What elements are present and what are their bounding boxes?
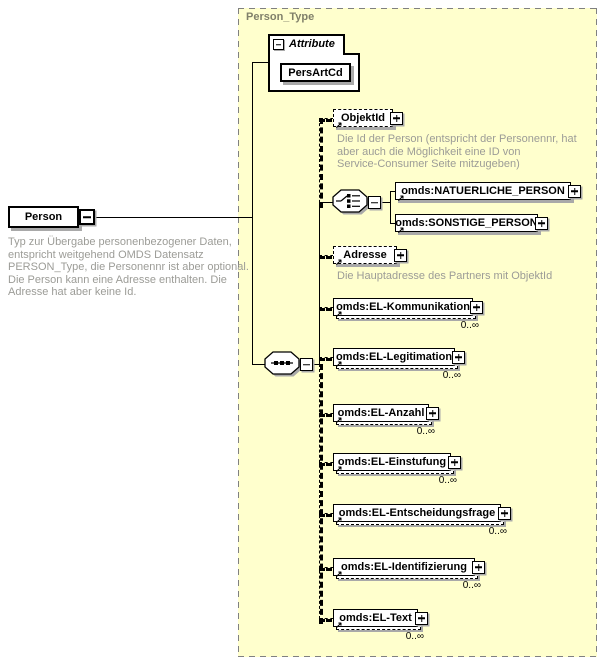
attribute-persartcd[interactable]: PersArtCd — [280, 63, 351, 82]
element-sonstige-person-label: omds:SONSTIGE_PERSON — [395, 217, 538, 229]
el-kommunikation-expand-button[interactable] — [470, 300, 483, 314]
adresse-annotation: Die Hauptadresse des Partners mit Objekt… — [337, 270, 553, 282]
connector-choice-out — [381, 202, 390, 203]
connector-trunk-2-lower — [319, 364, 323, 624]
element-el-identifizierung-label: omds:EL-Identifizierung — [341, 561, 467, 573]
element-adresse-label: Adresse — [343, 249, 387, 261]
attribute-collapse-button[interactable] — [273, 39, 284, 50]
element-ref-icon: ↗ — [335, 257, 343, 267]
el-legitimation-expand-button[interactable] — [452, 350, 465, 364]
global-element-person-label: Person — [24, 211, 63, 223]
el-einstufung-expand-button[interactable] — [448, 455, 461, 469]
element-adresse[interactable]: ↗ Adresse — [333, 246, 407, 267]
connector-to-attributes — [252, 62, 268, 63]
objektid-expand-button[interactable] — [390, 111, 403, 125]
connector-sonstige-person — [390, 223, 395, 224]
el-text-expand-button[interactable] — [415, 611, 428, 625]
cardinality-label: 0..∞ — [442, 370, 461, 381]
element-ref-icon: ↗ — [335, 620, 343, 630]
element-el-entscheidungsfrage-label: omds:EL-Entscheidungsfrage — [338, 507, 496, 519]
cardinality-label: 0..∞ — [488, 526, 507, 537]
connector-trunk-1 — [252, 62, 253, 364]
element-ref-icon: ↗ — [335, 415, 343, 425]
sequence-collapse-button[interactable] — [300, 358, 313, 371]
cardinality-label: 0..∞ — [460, 320, 479, 331]
element-el-text[interactable]: ↗ omds:EL-Text — [333, 609, 428, 630]
element-ref-icon: ↗ — [335, 120, 343, 130]
el-entscheidungsfrage-expand-button[interactable] — [498, 506, 511, 520]
element-el-legitimation[interactable]: ↗ omds:EL-Legitimation — [333, 348, 465, 369]
element-el-legitimation-label: omds:EL-Legitimation — [335, 351, 453, 363]
adresse-expand-button[interactable] — [394, 248, 407, 262]
person-annotation: Typ zur Übergabe personenbezogener Daten… — [8, 236, 249, 298]
cardinality-label: 0..∞ — [405, 631, 424, 642]
choice-collapse-button[interactable] — [368, 196, 381, 209]
connector-sequence-out — [313, 364, 319, 365]
choice-compositor[interactable] — [332, 189, 372, 217]
element-el-text-label: omds:EL-Text — [339, 612, 412, 624]
type-container — [238, 8, 597, 657]
element-natuerliche-person[interactable]: ↗ omds:NATUERLICHE_PERSON — [395, 182, 581, 203]
element-el-kommunikation-label: omds:EL-Kommunikation — [336, 301, 470, 313]
connector-choice — [319, 202, 333, 203]
attribute-group-label: Attribute — [289, 38, 335, 50]
element-el-einstufung[interactable]: ↗ omds:EL-Einstufung — [333, 453, 461, 474]
attribute-group-tab[interactable] — [268, 34, 345, 55]
element-el-identifizierung[interactable]: ↗ omds:EL-Identifizierung — [333, 558, 485, 579]
connector-choice-branch — [390, 191, 391, 223]
type-container-border-top — [238, 8, 597, 9]
element-ref-icon: ↗ — [335, 464, 343, 474]
element-sonstige-person[interactable]: ↗ omds:SONSTIGE_PERSON — [395, 214, 548, 235]
element-el-einstufung-label: omds:EL-Einstufung — [337, 456, 447, 468]
type-container-border-right — [596, 8, 597, 657]
connector-trunk-2-upper — [319, 118, 323, 208]
cardinality-label: 0..∞ — [438, 475, 457, 486]
element-el-kommunikation[interactable]: ↗ omds:EL-Kommunikation — [333, 298, 483, 319]
global-element-person[interactable]: Person — [8, 206, 79, 228]
connector-to-sequence — [252, 364, 265, 365]
natuerliche-person-expand-button[interactable] — [568, 184, 581, 198]
sequence-icon — [271, 361, 293, 365]
cardinality-label: 0..∞ — [462, 580, 481, 591]
cardinality-label: 0..∞ — [416, 426, 435, 437]
connector-natuerliche-person — [390, 191, 395, 192]
element-ref-icon: ↗ — [335, 359, 343, 369]
element-ref-icon: ↗ — [335, 515, 343, 525]
element-el-entscheidungsfrage[interactable]: ↗ omds:EL-Entscheidungsfrage — [333, 504, 511, 525]
element-objektid[interactable]: ↗ ObjektId — [333, 109, 403, 130]
type-container-border-left — [238, 8, 239, 657]
element-ref-icon: ↗ — [397, 193, 405, 203]
connector-person-trunk — [95, 217, 252, 218]
element-objektid-label: ObjektId — [340, 112, 385, 124]
element-el-anzahl[interactable]: ↗ omds:EL-Anzahl — [333, 404, 439, 425]
element-ref-icon: ↗ — [335, 569, 343, 579]
attribute-persartcd-label: PersArtCd — [288, 66, 343, 79]
connector-trunk-2-middle — [319, 202, 320, 364]
type-container-border-bottom — [238, 656, 597, 657]
sequence-compositor[interactable] — [264, 351, 304, 379]
element-natuerliche-person-label: omds:NATUERLICHE_PERSON — [401, 185, 565, 197]
element-ref-icon: ↗ — [335, 309, 343, 319]
person-collapse-button[interactable] — [79, 209, 95, 225]
element-el-anzahl-label: omds:EL-Anzahl — [337, 407, 425, 419]
el-identifizierung-expand-button[interactable] — [472, 560, 485, 574]
choice-icon — [336, 194, 360, 208]
type-container-title: Person_Type — [246, 11, 315, 23]
objektid-annotation: Die Id der Person (entspricht der Person… — [337, 133, 577, 170]
element-ref-icon: ↗ — [397, 225, 405, 235]
sonstige-person-expand-button[interactable] — [535, 216, 548, 230]
el-anzahl-expand-button[interactable] — [426, 406, 439, 420]
